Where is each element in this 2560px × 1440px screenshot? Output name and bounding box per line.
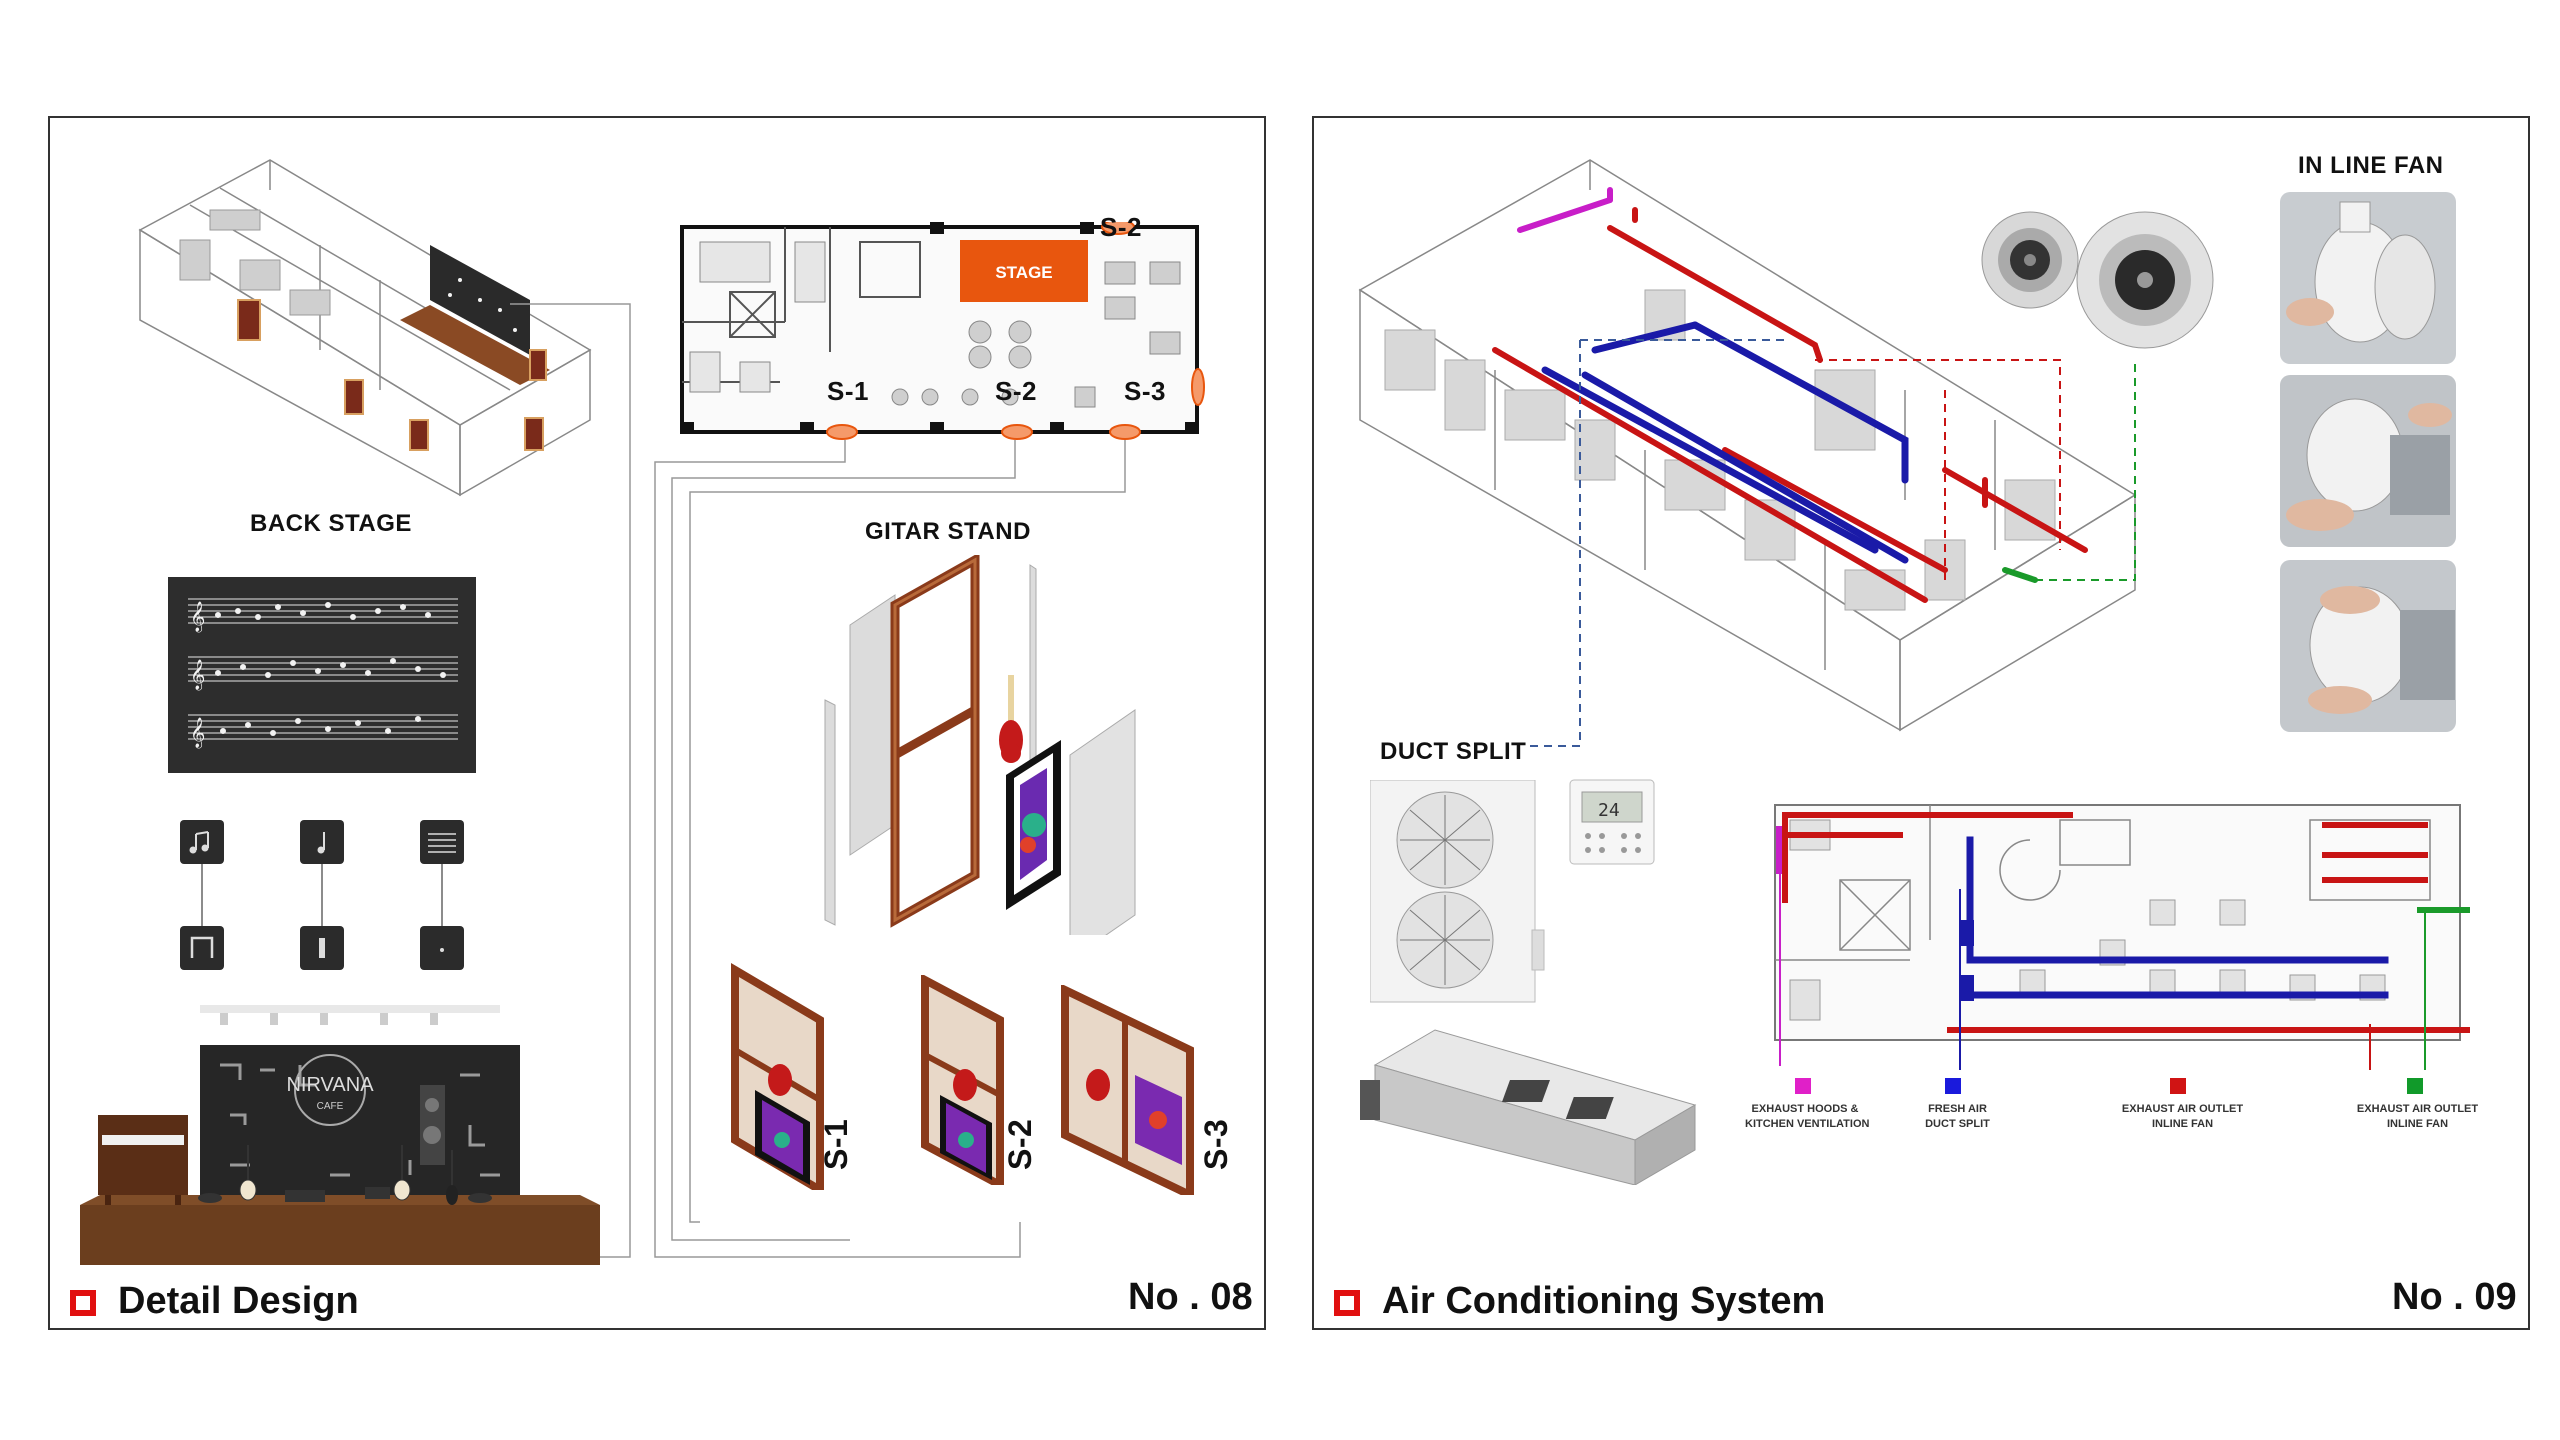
nirvana-sign-subtext: CAFE bbox=[317, 1101, 344, 1112]
variant-label-s3: S-3 bbox=[1198, 1118, 1234, 1170]
stand-variant-s2 bbox=[921, 975, 1004, 1185]
bar-icon bbox=[300, 926, 344, 970]
sheet-title-right: Air Conditioning System bbox=[1382, 1280, 1826, 1322]
sheet-number-left: No . 08 bbox=[1128, 1276, 1253, 1318]
svg-text:𝄞: 𝄞 bbox=[190, 717, 205, 749]
ac-floor-plan bbox=[1774, 804, 2470, 1070]
ac-legend-swatches bbox=[1795, 1078, 2423, 1094]
inline-fan-photo-2 bbox=[2280, 375, 2456, 547]
back-stage-heading: BACK STAGE bbox=[250, 510, 412, 537]
sheet-number-right: No . 09 bbox=[2392, 1276, 2517, 1318]
duct-split-heading: DUCT SPLIT bbox=[1380, 738, 1527, 765]
duct-split-leader bbox=[1530, 745, 1582, 747]
stand-variant-s3 bbox=[1061, 985, 1194, 1195]
icon-connectors bbox=[201, 864, 443, 926]
variant-label-s2: S-2 bbox=[1002, 1118, 1038, 1170]
stage-render: NIRVANA CAFE bbox=[80, 1005, 600, 1265]
nirvana-sign-text: NIRVANA bbox=[286, 1074, 374, 1096]
plan-label-s1: S-1 bbox=[827, 376, 869, 406]
floor-plan-left: STAGE bbox=[680, 222, 1205, 440]
svg-text:𝄞: 𝄞 bbox=[190, 659, 205, 691]
plan-label-s3: S-3 bbox=[1124, 376, 1166, 406]
thermostat-controller: 24 bbox=[1569, 779, 1655, 865]
svg-text:𝄞: 𝄞 bbox=[190, 601, 205, 633]
in-line-fan-heading: IN LINE FAN bbox=[2298, 152, 2444, 179]
music-note-icon bbox=[180, 820, 224, 864]
music-sheet-panel: 𝄞 𝄞 𝄞 bbox=[168, 577, 476, 773]
variant-label-s1: S-1 bbox=[818, 1118, 854, 1170]
gitar-stand-heading: GITAR STAND bbox=[865, 518, 1031, 545]
connector-lines-left bbox=[510, 303, 1126, 1258]
back-stage-isometric-model bbox=[138, 159, 592, 497]
legend-exhaust-hoods: EXHAUST HOODS &KITCHEN VENTILATION bbox=[1745, 1103, 1870, 1130]
plan-label-s2-top: S-2 bbox=[1100, 212, 1142, 242]
music-note-icon bbox=[300, 820, 344, 864]
plan-label-s2: S-2 bbox=[995, 376, 1037, 406]
section-marker-icon bbox=[70, 1290, 96, 1316]
outdoor-condenser-unit bbox=[1370, 780, 1545, 1003]
ducted-indoor-unit bbox=[1360, 1029, 1697, 1185]
dot-icon bbox=[420, 926, 464, 970]
stage-label: STAGE bbox=[995, 263, 1052, 282]
sheet-title-left: Detail Design bbox=[118, 1280, 359, 1322]
stand-variant-s1 bbox=[731, 963, 824, 1190]
bracket-icon bbox=[180, 926, 224, 970]
inline-fan-photo-1 bbox=[2280, 192, 2456, 364]
thermostat-display-value: 24 bbox=[1598, 800, 1620, 821]
inline-fan-product-image bbox=[1981, 211, 2214, 349]
staff-lines-icon bbox=[420, 820, 464, 864]
section-marker-icon bbox=[1334, 1290, 1360, 1316]
gitar-stand-exploded bbox=[824, 555, 1136, 935]
inline-fan-photo-3 bbox=[2280, 560, 2456, 732]
ac-isometric-model bbox=[1358, 159, 2137, 740]
